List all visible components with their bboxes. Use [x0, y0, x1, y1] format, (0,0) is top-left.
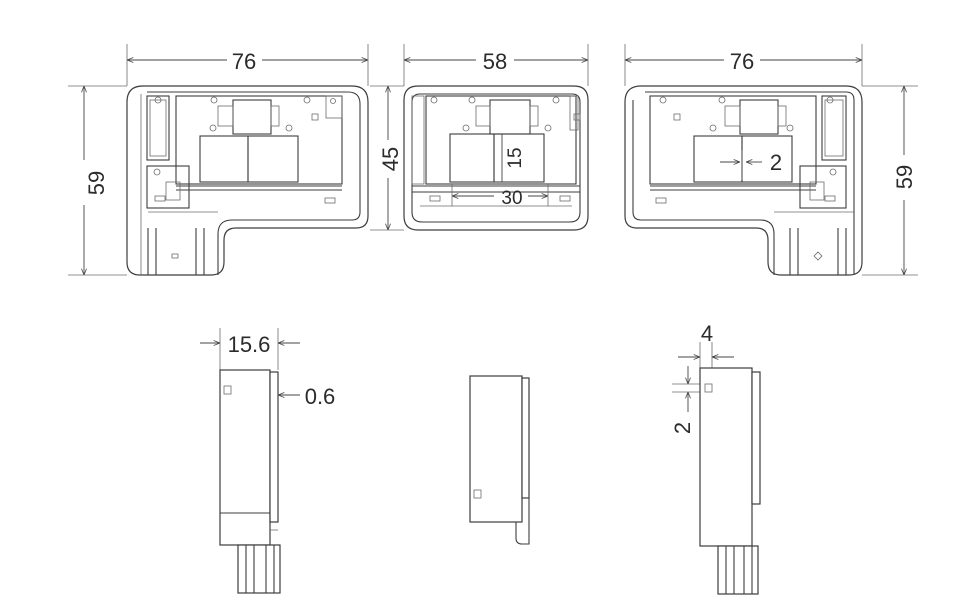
- dim-side-thickness: 15.6: [228, 332, 271, 357]
- top-middle-view: [370, 44, 589, 231]
- top-left-view: [68, 44, 369, 276]
- dim-small-offset: 2: [770, 150, 782, 175]
- top-right-view: [624, 44, 918, 276]
- dim-right-height: 59: [892, 165, 917, 189]
- dim-inner-width: 30: [501, 188, 522, 209]
- bottom-right-side-view: [672, 342, 761, 595]
- dim-plate-thickness: 0.6: [305, 384, 336, 409]
- dim-top-right-width: 76: [730, 49, 754, 74]
- dim-left-height: 59: [84, 171, 109, 195]
- dim-middle-height: 45: [378, 147, 403, 171]
- dim-top-left-width: 76: [232, 49, 256, 74]
- dim-pin-width: 4: [701, 321, 713, 346]
- dim-top-middle-width: 58: [483, 49, 507, 74]
- dim-pin-height: 2: [670, 422, 695, 434]
- dim-inner-height: 15: [505, 147, 526, 168]
- bottom-middle-side-view: [469, 375, 530, 545]
- bottom-left-side-view: [200, 328, 300, 594]
